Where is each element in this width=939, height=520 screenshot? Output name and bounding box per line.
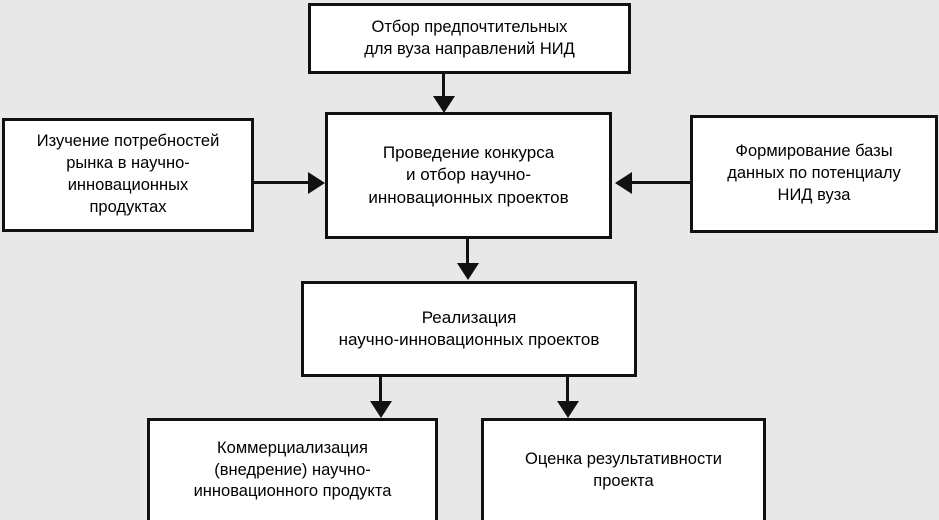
node-contest-and-project-selection: Проведение конкурса и отбор научно- инно… xyxy=(325,112,612,239)
node-market-needs-study: Изучение потребностей рынка в научно- ин… xyxy=(2,118,254,232)
node-commercialization: Коммерциализация (внедрение) научно- инн… xyxy=(147,418,438,520)
edge-arrowhead-database-to-contest xyxy=(615,172,632,194)
node-database-formation: Формирование базы данных по потенциалу Н… xyxy=(690,115,938,233)
node-label-contest-and-project-selection: Проведение конкурса и отбор научно- инно… xyxy=(368,142,569,207)
edge-line-market-to-contest xyxy=(254,181,312,184)
edge-arrowhead-contest-to-realization xyxy=(457,263,479,280)
edge-arrowhead-realization-to-assessment xyxy=(557,401,579,418)
node-label-database-formation: Формирование базы данных по потенциалу Н… xyxy=(727,142,901,204)
node-project-effectiveness-assessment: Оценка результативности проекта xyxy=(481,418,766,520)
edge-arrowhead-selection-to-contest xyxy=(433,96,455,113)
edge-arrowhead-market-to-contest xyxy=(308,172,325,194)
edge-line-realization-to-assessment xyxy=(566,377,569,404)
node-project-realization: Реализация научно-инновационных проектов xyxy=(301,281,637,377)
node-label-project-effectiveness-assessment: Оценка результативности проекта xyxy=(525,449,722,490)
edge-line-selection-to-contest xyxy=(442,74,445,99)
node-label-selection-of-preferred-directions: Отбор предпочтительных для вуза направле… xyxy=(364,17,575,58)
node-label-market-needs-study: Изучение потребностей рынка в научно- ин… xyxy=(36,132,220,216)
node-label-commercialization: Коммерциализация (внедрение) научно- инн… xyxy=(193,438,392,501)
edge-line-database-to-contest xyxy=(632,181,690,184)
edge-line-contest-to-realization xyxy=(466,239,469,266)
node-selection-of-preferred-directions: Отбор предпочтительных для вуза направле… xyxy=(308,3,631,74)
edge-line-realization-to-commercialization xyxy=(379,377,382,404)
edge-arrowhead-realization-to-commercialization xyxy=(370,401,392,418)
node-label-project-realization: Реализация научно-инновационных проектов xyxy=(338,307,600,349)
